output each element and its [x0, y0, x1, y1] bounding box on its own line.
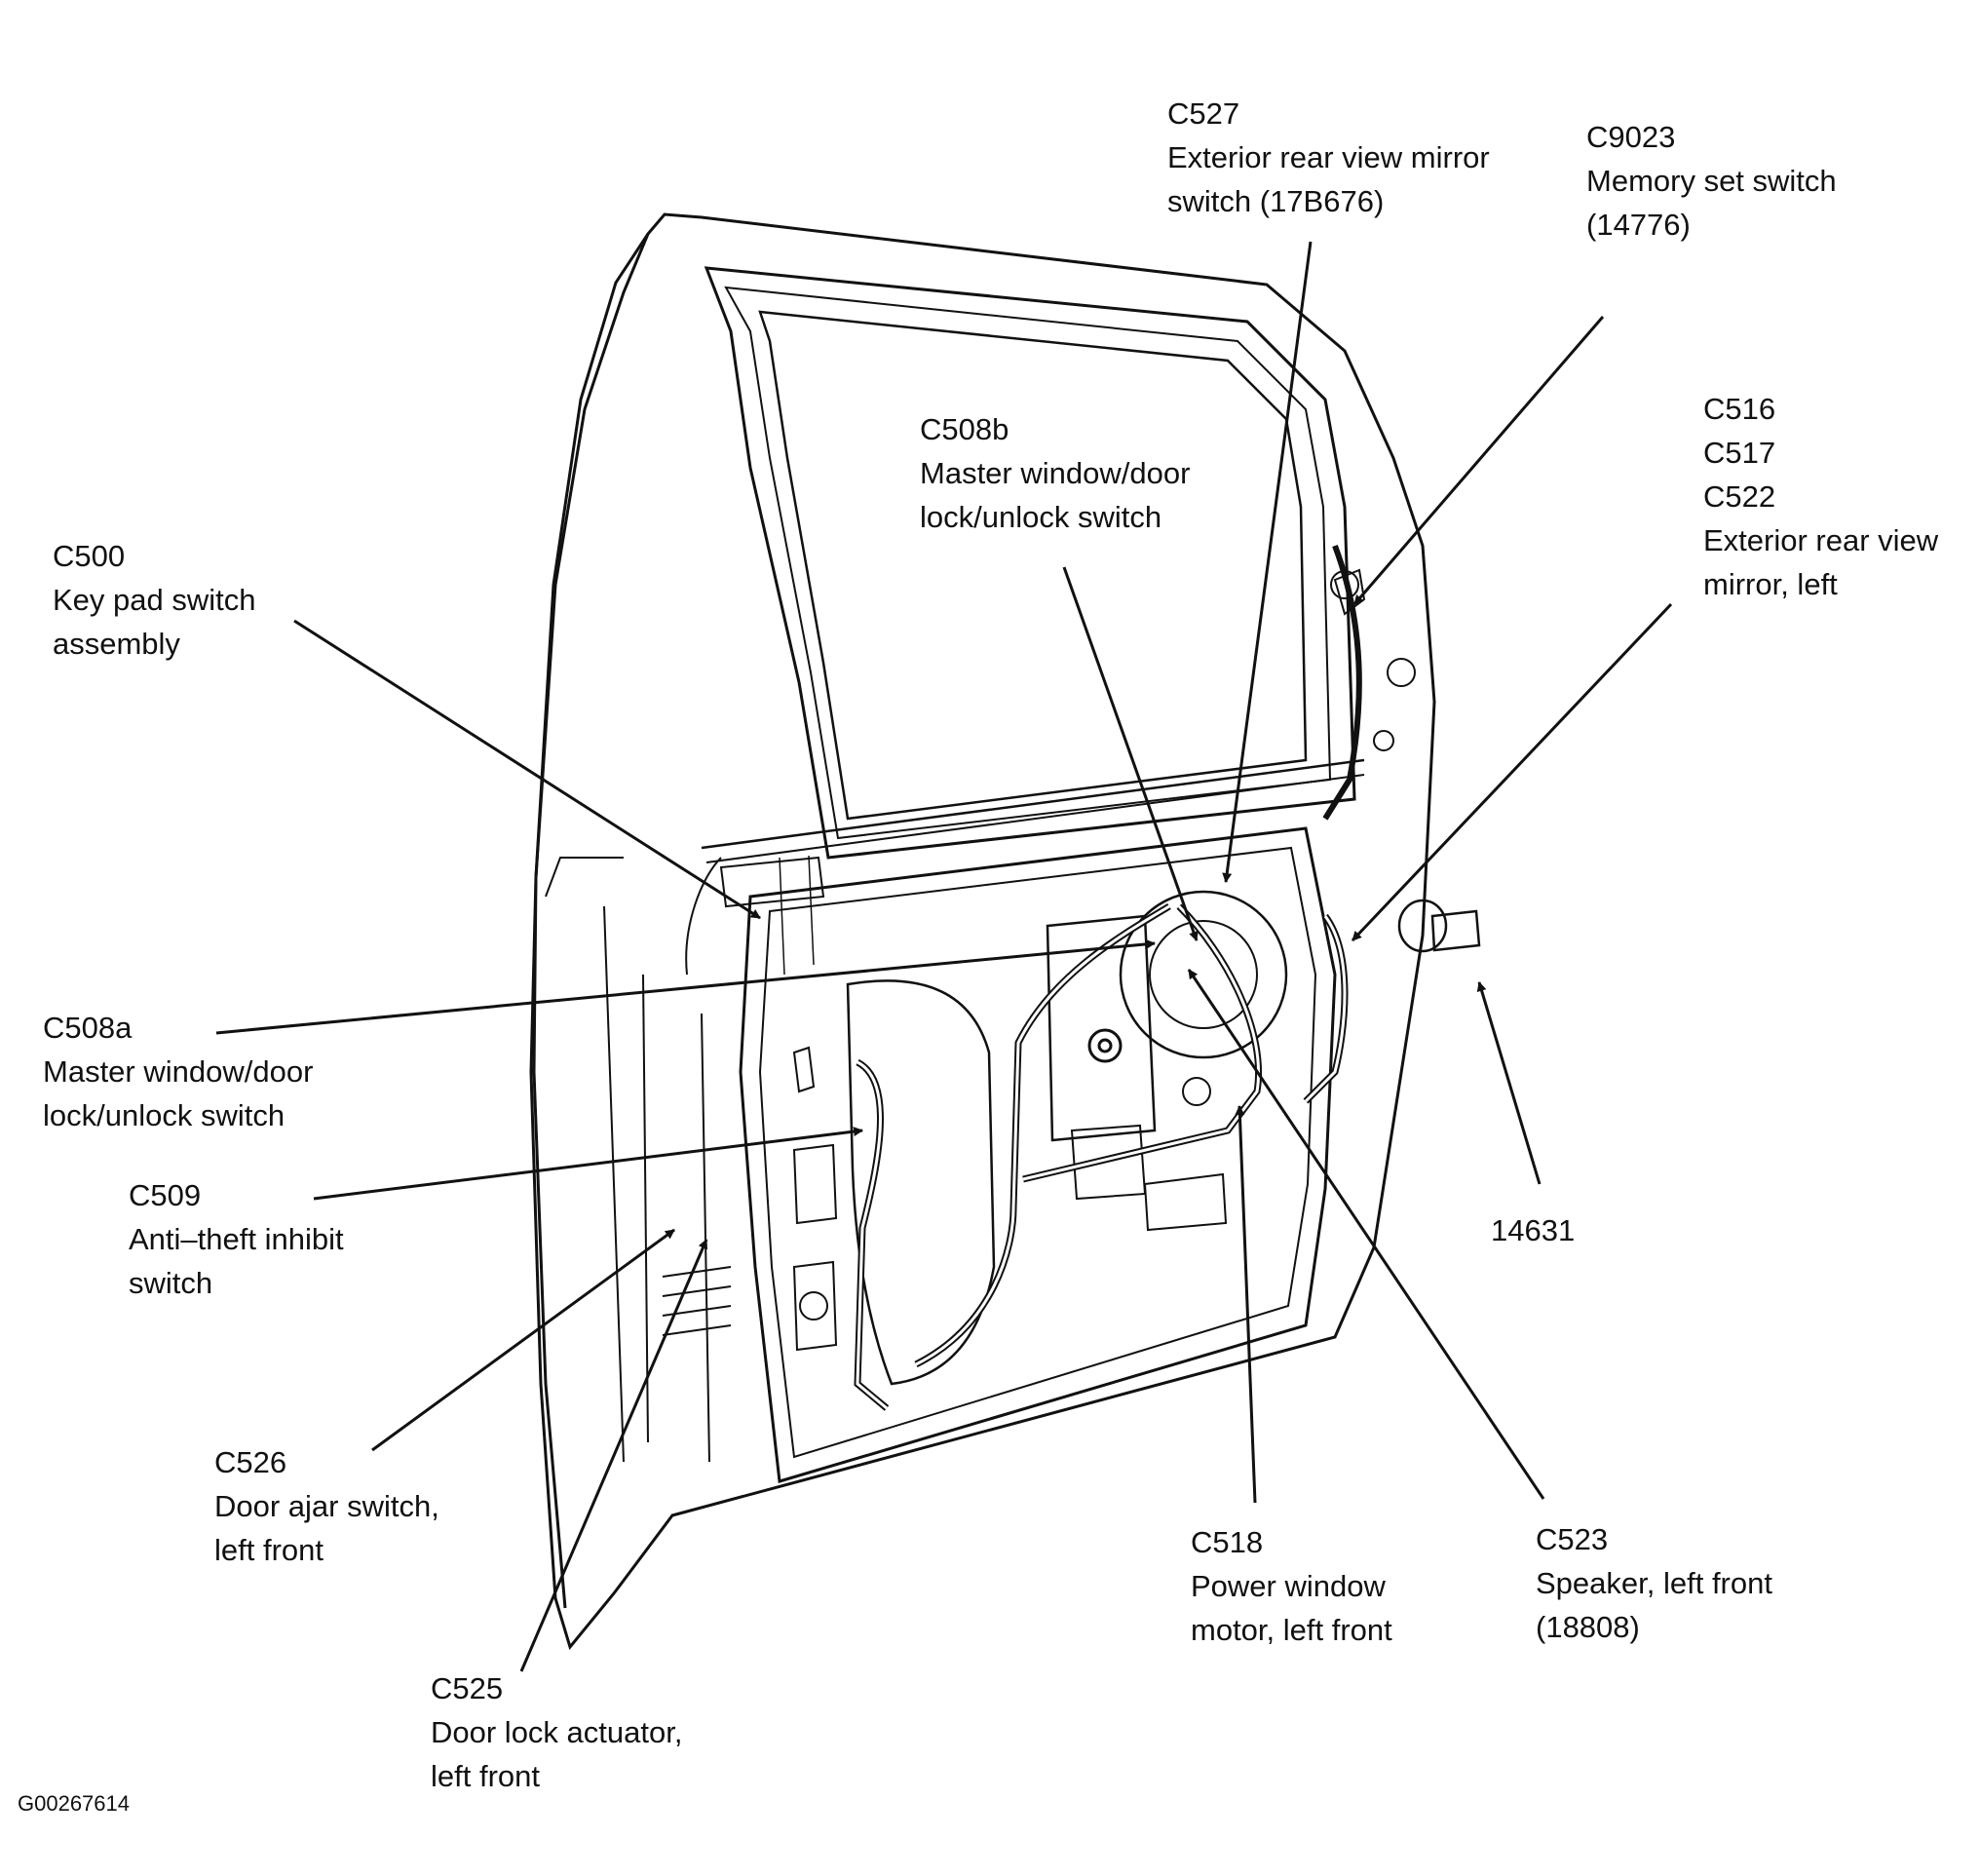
callout-c508a-desc-2: lock/unlock switch [43, 1098, 286, 1132]
door-illustration [529, 212, 1481, 1651]
leader-c500 [293, 619, 761, 920]
callout-c527-desc-1: Exterior rear view mirror [1167, 140, 1490, 174]
callout-c509-desc-2: switch [129, 1266, 213, 1300]
callout-c500-desc-1: Key pad switch [53, 583, 256, 617]
callout-c526: C526 Door ajar switch, left front [214, 1440, 439, 1572]
callout-c527: C527 Exterior rear view mirror switch (1… [1167, 92, 1490, 223]
leader-lines [215, 241, 1673, 1672]
callout-c508a-desc-1: Master window/door [43, 1054, 314, 1089]
callout-c526-desc-2: left front [214, 1533, 324, 1567]
callout-c523-id: C523 [1536, 1522, 1609, 1556]
callout-c516-desc-1: Exterior rear view [1703, 523, 1939, 557]
leader-c9023 [1352, 316, 1605, 605]
callout-c516-desc-2: mirror, left [1703, 567, 1838, 601]
callout-c508a-id: C508a [43, 1011, 133, 1045]
callout-c525: C525 Door lock actuator, left front [431, 1666, 682, 1798]
leader-c527 [1222, 241, 1313, 883]
callout-c522-id: C522 [1703, 479, 1776, 514]
callout-c500-desc-2: assembly [53, 627, 180, 661]
callout-c527-desc-2: switch (17B676) [1167, 184, 1385, 218]
callout-c523-desc-1: Speaker, left front [1536, 1566, 1772, 1600]
leader-c516 [1351, 602, 1673, 942]
callout-c518-id: C518 [1191, 1525, 1264, 1559]
callout-c525-desc-1: Door lock actuator, [431, 1715, 683, 1749]
callout-c9023-desc-1: Memory set switch [1586, 164, 1837, 198]
callout-c516-c517-c522: C516 C517 C522 Exterior rear view mirror… [1703, 387, 1938, 606]
leader-c518 [1235, 1105, 1257, 1504]
callout-14631: 14631 [1491, 1208, 1575, 1252]
callout-c526-desc-1: Door ajar switch, [214, 1489, 439, 1523]
callout-c527-id: C527 [1167, 96, 1240, 131]
callout-c508b-desc-2: lock/unlock switch [920, 500, 1162, 534]
leader-c526 [371, 1228, 675, 1452]
callout-c500-id: C500 [53, 539, 126, 573]
callout-c9023-desc-2: (14776) [1586, 208, 1691, 242]
callout-c508b: C508b Master window/door lock/unlock swi… [920, 407, 1190, 539]
callout-c509-desc-1: Anti–theft inhibit [129, 1222, 344, 1256]
callout-c518-desc-1: Power window [1191, 1569, 1386, 1603]
callout-c509-id: C509 [129, 1178, 202, 1212]
callout-c523: C523 Speaker, left front (18808) [1536, 1517, 1772, 1649]
callout-c525-desc-2: left front [431, 1759, 540, 1793]
callout-14631-id: 14631 [1491, 1213, 1576, 1247]
leader-c523 [1187, 969, 1545, 1500]
callout-c517-id: C517 [1703, 436, 1776, 470]
callout-c508b-id: C508b [920, 412, 1009, 446]
callout-c509: C509 Anti–theft inhibit switch [129, 1173, 344, 1305]
callout-c516-id: C516 [1703, 392, 1776, 426]
callout-c518: C518 Power window motor, left front [1191, 1520, 1392, 1652]
leader-14631 [1476, 981, 1542, 1185]
callout-c508a: C508a Master window/door lock/unlock swi… [43, 1006, 313, 1137]
figure-id: G00267614 [18, 1791, 130, 1816]
callout-c9023-id: C9023 [1586, 120, 1676, 154]
leader-c509 [313, 1127, 863, 1201]
callout-c500: C500 Key pad switch assembly [53, 534, 256, 666]
leader-c508b [1062, 566, 1199, 941]
leader-c525 [519, 1239, 708, 1672]
callout-c523-desc-2: (18808) [1536, 1610, 1640, 1644]
callout-c508b-desc-1: Master window/door [920, 456, 1191, 490]
callout-c9023: C9023 Memory set switch (14776) [1586, 115, 1837, 247]
callout-c526-id: C526 [214, 1445, 287, 1479]
callout-c518-desc-2: motor, left front [1191, 1613, 1392, 1647]
callout-c525-id: C525 [431, 1671, 504, 1705]
leader-c508a [215, 938, 1156, 1035]
